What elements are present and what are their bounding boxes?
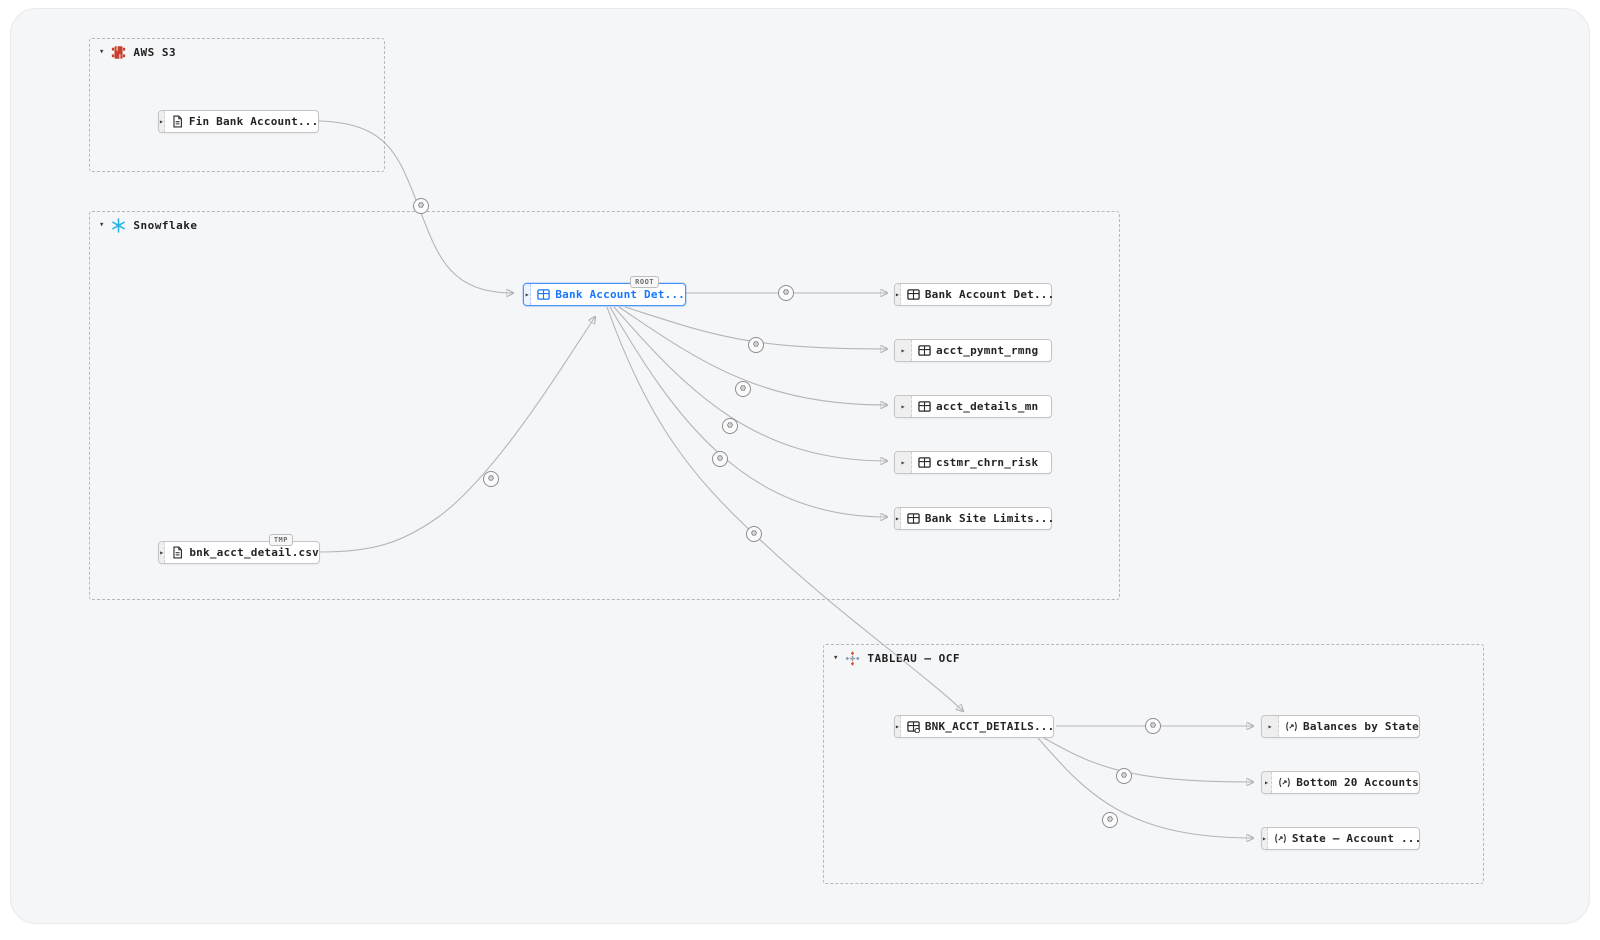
sheet-icon: [1274, 832, 1287, 845]
expand-chevron[interactable]: ▸: [1262, 828, 1268, 849]
node-label: BNK_ACCT_DETAILS...: [924, 720, 1055, 733]
collapse-caret-icon[interactable]: ▾: [99, 220, 105, 230]
file-icon: [171, 115, 184, 128]
tmp-badge: TMP: [268, 534, 293, 547]
group-snowflake-header[interactable]: ▾ Snowflake: [99, 218, 198, 233]
node-bnk-acct-details[interactable]: ▸ BNK_ACCT_DETAILS...: [894, 715, 1054, 738]
node-balances-by-state[interactable]: ▸ Balances by State: [1261, 715, 1420, 738]
process-icon[interactable]: ⚙: [1116, 768, 1132, 784]
process-icon[interactable]: ⚙: [1102, 812, 1118, 828]
group-label: AWS S3: [133, 46, 177, 59]
node-bnk-acct-detail-csv[interactable]: TMP ▸ bnk_acct_detail.csv: [158, 534, 320, 564]
group-aws-s3-header[interactable]: ▾ AWS S3: [99, 45, 176, 60]
node-acct-details-mn[interactable]: ▸ acct_details_mn: [894, 395, 1052, 418]
collapse-caret-icon[interactable]: ▾: [833, 653, 839, 663]
node-cstmr-chrn-risk[interactable]: ▸ cstmr_chrn_risk: [894, 451, 1052, 474]
expand-chevron[interactable]: ▸: [895, 340, 912, 361]
node-label: Balances by State: [1303, 720, 1419, 733]
node-label: bnk_acct_detail.csv: [189, 546, 319, 559]
process-icon[interactable]: ⚙: [746, 526, 762, 542]
group-snowflake: ▾ Snowflake: [89, 211, 1120, 600]
process-icon[interactable]: ⚙: [413, 198, 429, 214]
group-aws-s3: ▾ AWS S3: [89, 38, 385, 172]
node-bank-account-det-root[interactable]: ROOT ▸ Bank Account Det...: [523, 276, 686, 306]
node-fin-bank-account[interactable]: ▸ Fin Bank Account...: [158, 110, 319, 133]
node-bottom-20-accounts[interactable]: ▸ Bottom 20 Accounts: [1261, 771, 1420, 794]
group-tableau-header[interactable]: ▾ TABLEAU – OCF: [833, 651, 960, 666]
node-label: Fin Bank Account...: [188, 115, 319, 128]
table-icon: [918, 400, 931, 413]
aws-s3-icon: [111, 45, 126, 60]
root-badge: ROOT: [630, 276, 659, 289]
node-bank-site-limits[interactable]: ▸ Bank Site Limits...: [894, 507, 1055, 530]
table-icon: [907, 512, 920, 525]
process-icon[interactable]: ⚙: [483, 471, 499, 487]
expand-chevron[interactable]: ▸: [1262, 716, 1279, 737]
node-label: cstmr_chrn_risk: [936, 456, 1039, 469]
expand-chevron[interactable]: ▸: [895, 716, 901, 737]
expand-chevron[interactable]: ▸: [524, 284, 532, 305]
table-icon: [907, 288, 920, 301]
tableau-icon: [845, 651, 860, 666]
process-icon[interactable]: ⚙: [748, 337, 764, 353]
node-label: State – Account ...: [1291, 832, 1422, 845]
node-label: acct_details_mn: [936, 400, 1039, 413]
expand-chevron[interactable]: ▸: [895, 396, 912, 417]
node-label: Bottom 20 Accounts: [1296, 776, 1419, 789]
table-icon: [918, 344, 931, 357]
group-label: Snowflake: [133, 219, 198, 232]
lineage-canvas[interactable]: ▾ AWS S3 ▾ Snowflake ▾ TABLEAU – OCF: [10, 8, 1590, 924]
table-icon: [918, 456, 931, 469]
group-label: TABLEAU – OCF: [867, 652, 961, 665]
expand-chevron[interactable]: ▸: [895, 284, 901, 305]
process-icon[interactable]: ⚙: [712, 451, 728, 467]
expand-chevron[interactable]: ▸: [159, 111, 165, 132]
sheet-icon: [1285, 720, 1298, 733]
process-icon[interactable]: ⚙: [1145, 718, 1161, 734]
collapse-caret-icon[interactable]: ▾: [99, 47, 105, 57]
table-icon: [537, 288, 551, 301]
node-state-account[interactable]: ▸ State – Account ...: [1261, 827, 1422, 850]
process-icon[interactable]: ⚙: [735, 381, 751, 397]
expand-chevron[interactable]: ▸: [895, 452, 912, 473]
node-label: Bank Account Det...: [924, 288, 1055, 301]
snowflake-icon: [111, 218, 126, 233]
expand-chevron[interactable]: ▸: [159, 542, 166, 563]
sheet-icon: [1278, 776, 1291, 789]
expand-chevron[interactable]: ▸: [895, 508, 901, 529]
node-label: acct_pymnt_rmng: [936, 344, 1039, 357]
expand-chevron[interactable]: ▸: [1262, 772, 1273, 793]
process-icon[interactable]: ⚙: [722, 418, 738, 434]
file-icon: [171, 546, 184, 559]
process-icon[interactable]: ⚙: [778, 285, 794, 301]
node-label: Bank Site Limits...: [924, 512, 1055, 525]
node-label: Bank Account Det...: [555, 288, 685, 301]
node-bank-account-det[interactable]: ▸ Bank Account Det...: [894, 283, 1055, 306]
node-acct-pymnt-rmng[interactable]: ▸ acct_pymnt_rmng: [894, 339, 1052, 362]
datasource-icon: [907, 720, 920, 733]
